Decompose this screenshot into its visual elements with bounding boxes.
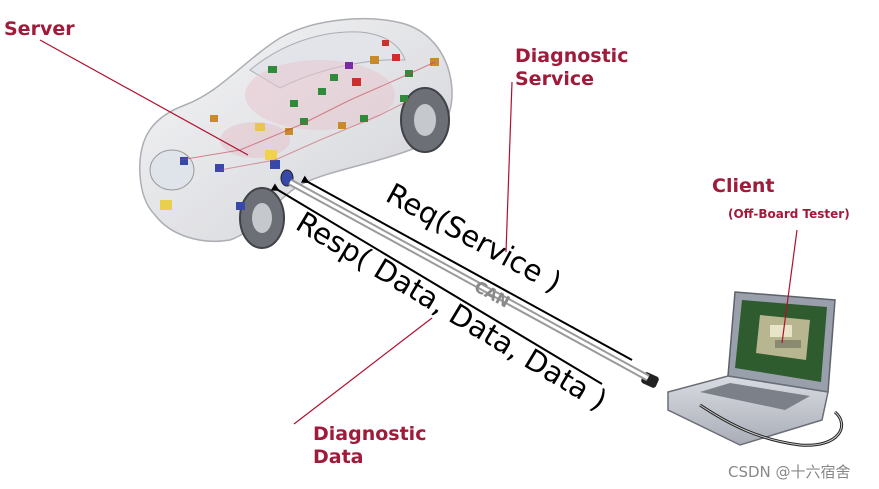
- diagnostic-data-label-line2: Data: [313, 446, 364, 468]
- car-illustration: [139, 17, 453, 249]
- diagnostic-service-label-line2: Service: [515, 68, 594, 90]
- diagnostic-data-label-line1: Diagnostic: [313, 423, 427, 445]
- diagnostic-data-pointer-line: [293, 317, 433, 425]
- request-arrow: [270, 183, 603, 385]
- laptop-icon: [641, 291, 844, 447]
- client-label: Client: [712, 175, 775, 197]
- server-pointer-line: [39, 39, 249, 156]
- client-sub-label: (Off-Board Tester): [728, 207, 850, 221]
- client-pointer-line: [781, 229, 798, 344]
- diagnostic-service-pointer-line: [505, 81, 513, 253]
- watermark-text: CSDN @十六宿舍: [728, 463, 851, 481]
- diagnostic-data-label: Diagnostic Data: [313, 423, 426, 469]
- can-bus-cable: [288, 178, 650, 382]
- server-label: Server: [4, 18, 75, 40]
- car-wiring: [179, 61, 436, 161]
- car-headlight: [149, 149, 195, 191]
- diagnostic-service-label: Diagnostic Service: [515, 45, 628, 91]
- response-arrow: [300, 175, 633, 361]
- car-ecu-modules: [160, 40, 439, 210]
- diagnostic-service-label-line1: Diagnostic: [515, 45, 629, 67]
